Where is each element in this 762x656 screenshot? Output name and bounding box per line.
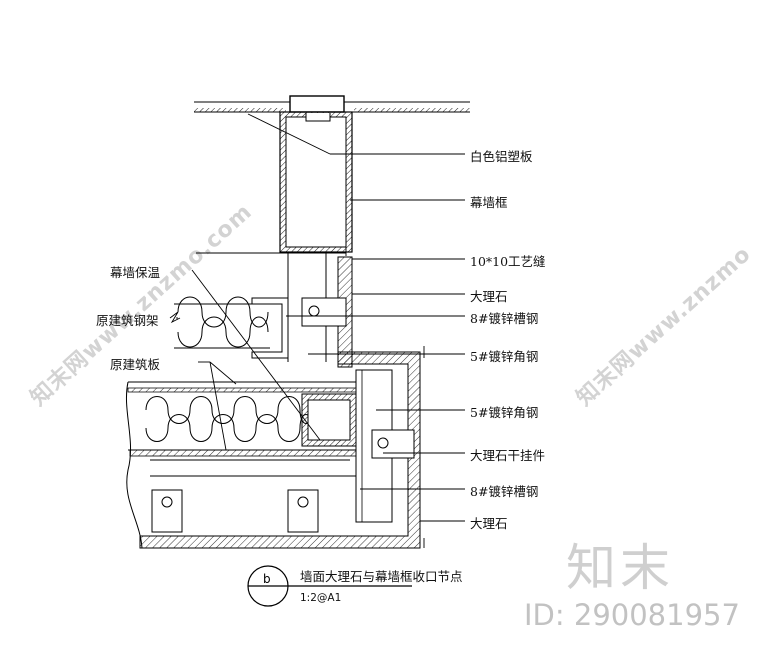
insulation-upper <box>174 296 270 349</box>
drawing-title: 墙面大理石与幕墙框收口节点 <box>300 569 463 584</box>
scale-reference: 1:2@A1 <box>300 592 342 604</box>
leader-lines-right <box>247 113 465 548</box>
label-insulation: 幕墙保温 <box>110 265 161 280</box>
steel-tube <box>301 393 357 447</box>
detail-marker-letter: b <box>263 572 271 586</box>
label-building-steel: 原建筑钢架 <box>96 313 159 328</box>
lower-clips <box>151 489 319 533</box>
label-angle-steel-2: 5#镀锌角钢 <box>470 405 539 420</box>
label-channel-steel-1: 8#镀锌槽钢 <box>470 311 539 326</box>
label-building-slab: 原建筑板 <box>110 357 161 372</box>
building-slab <box>125 381 357 549</box>
curtain-wall-frame <box>279 111 353 253</box>
watermark-id: ID: 290081957 <box>524 598 740 632</box>
label-channel-steel-2: 8#镀锌槽钢 <box>470 484 539 499</box>
label-aluminum-panel: 白色铝塑板 <box>470 149 533 164</box>
channel-steel-upper <box>251 297 289 359</box>
insulation-lower <box>145 396 313 442</box>
label-marble-hanger: 大理石干挂件 <box>470 448 546 463</box>
marble-upper <box>287 253 353 368</box>
detail-marker <box>247 565 412 607</box>
label-angle-steel-1: 5#镀锌角钢 <box>470 349 539 364</box>
label-curtain-frame: 幕墙框 <box>470 195 508 210</box>
label-marble-2: 大理石 <box>470 516 508 531</box>
watermark-logo: 知末 <box>566 539 674 597</box>
angle-steel <box>355 369 415 523</box>
leader-lines-left <box>169 269 321 451</box>
label-marble-1: 大理石 <box>470 289 508 304</box>
aluminum-panel <box>194 95 470 113</box>
label-process-joint: 10*10工艺缝 <box>470 254 546 269</box>
